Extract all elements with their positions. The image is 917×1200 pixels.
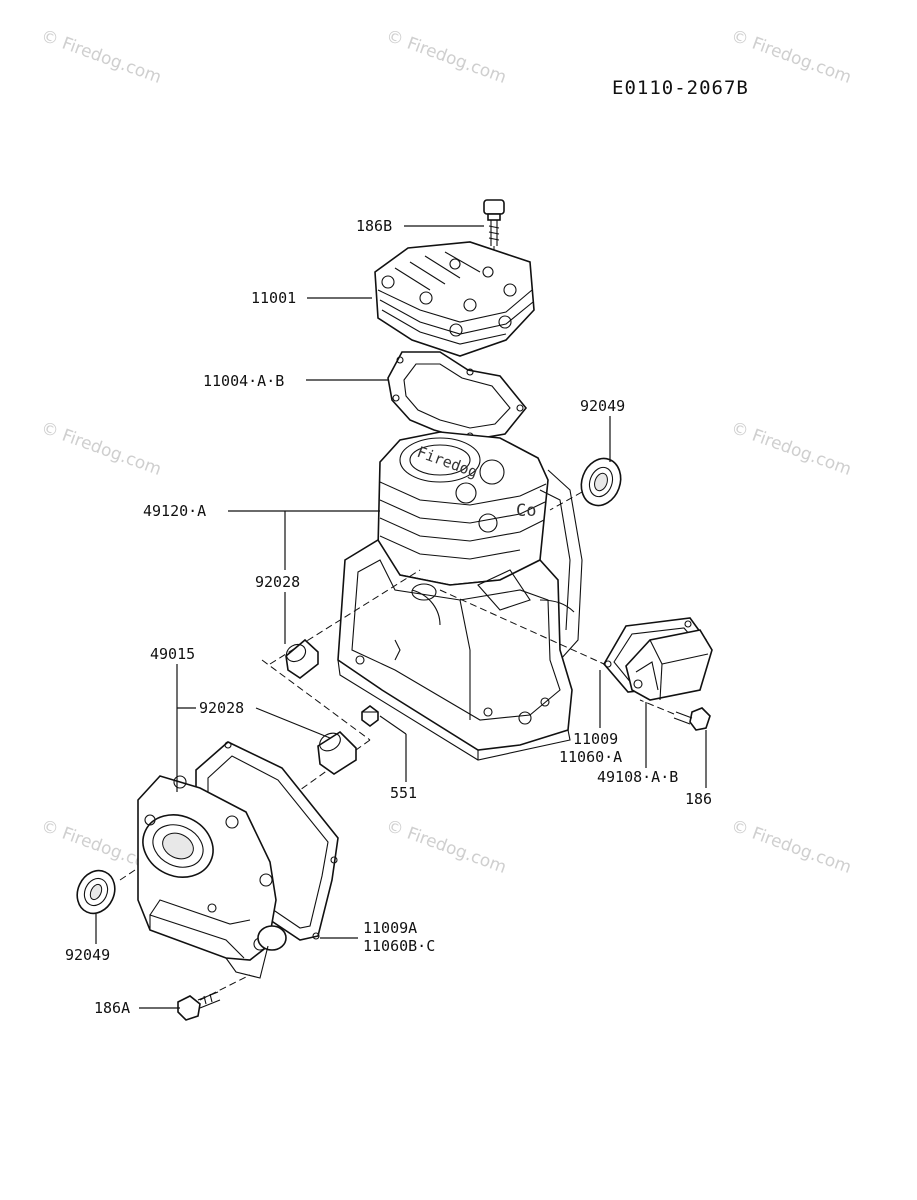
cylinder-head-11001: [374, 241, 535, 357]
callout-186: 186: [685, 790, 712, 808]
oil-seal-92049-bottom: [76, 869, 116, 915]
watermark: © Firedog.com: [38, 26, 164, 88]
crankcase-49120: Firedog Co: [337, 431, 583, 761]
bolt-186b: [483, 199, 505, 300]
casting-mark-co: Co: [516, 501, 536, 521]
bushing-92028-mid: [317, 730, 357, 775]
callout-92049-top: 92049: [580, 397, 625, 415]
bushing-92028-top: [285, 638, 319, 679]
callout-labels: 186B 11001 11004·A·B 92049 49120·A 92028…: [65, 217, 712, 1017]
callout-92028-mid: 92028: [199, 699, 244, 717]
callout-92028-top: 92028: [255, 573, 300, 591]
callout-11009a: 11009A: [363, 919, 417, 937]
dowel-pin-551: [361, 705, 379, 727]
callout-11001: 11001: [251, 289, 296, 307]
callout-11060bc: 11060B·C: [363, 937, 435, 955]
head-gasket-11004: [387, 351, 528, 441]
callout-551: 551: [390, 784, 417, 802]
leader-lines: [95, 225, 707, 1009]
oil-seal-92049-top: [549, 457, 622, 511]
watermark: © Firedog.com: [728, 418, 854, 480]
watermark: © Firedog.com: [728, 816, 854, 878]
callout-186b: 186B: [356, 217, 392, 235]
bolt-186: [639, 699, 711, 731]
assembly-axis-lines: [119, 569, 605, 1001]
callout-49108ab: 49108·A·B: [597, 768, 678, 786]
bolt-186a: [177, 991, 221, 1021]
side-cover-49108: [625, 629, 713, 701]
callout-186a: 186A: [94, 999, 130, 1017]
diagram-code: E0110-2067B: [612, 77, 749, 99]
callout-11009: 11009: [573, 730, 618, 748]
watermark: © Firedog.com: [383, 816, 509, 878]
watermark: © Firedog.com: [38, 418, 164, 480]
callout-49015: 49015: [150, 645, 195, 663]
watermark: © Firedog.com: [383, 26, 509, 88]
callout-11060a: 11060·A: [559, 748, 622, 766]
callout-11004ab: 11004·A·B: [203, 372, 284, 390]
callout-49120a: 49120·A: [143, 502, 206, 520]
callout-92049-bottom: 92049: [65, 946, 110, 964]
crankcase-cover-49015: [137, 775, 287, 979]
